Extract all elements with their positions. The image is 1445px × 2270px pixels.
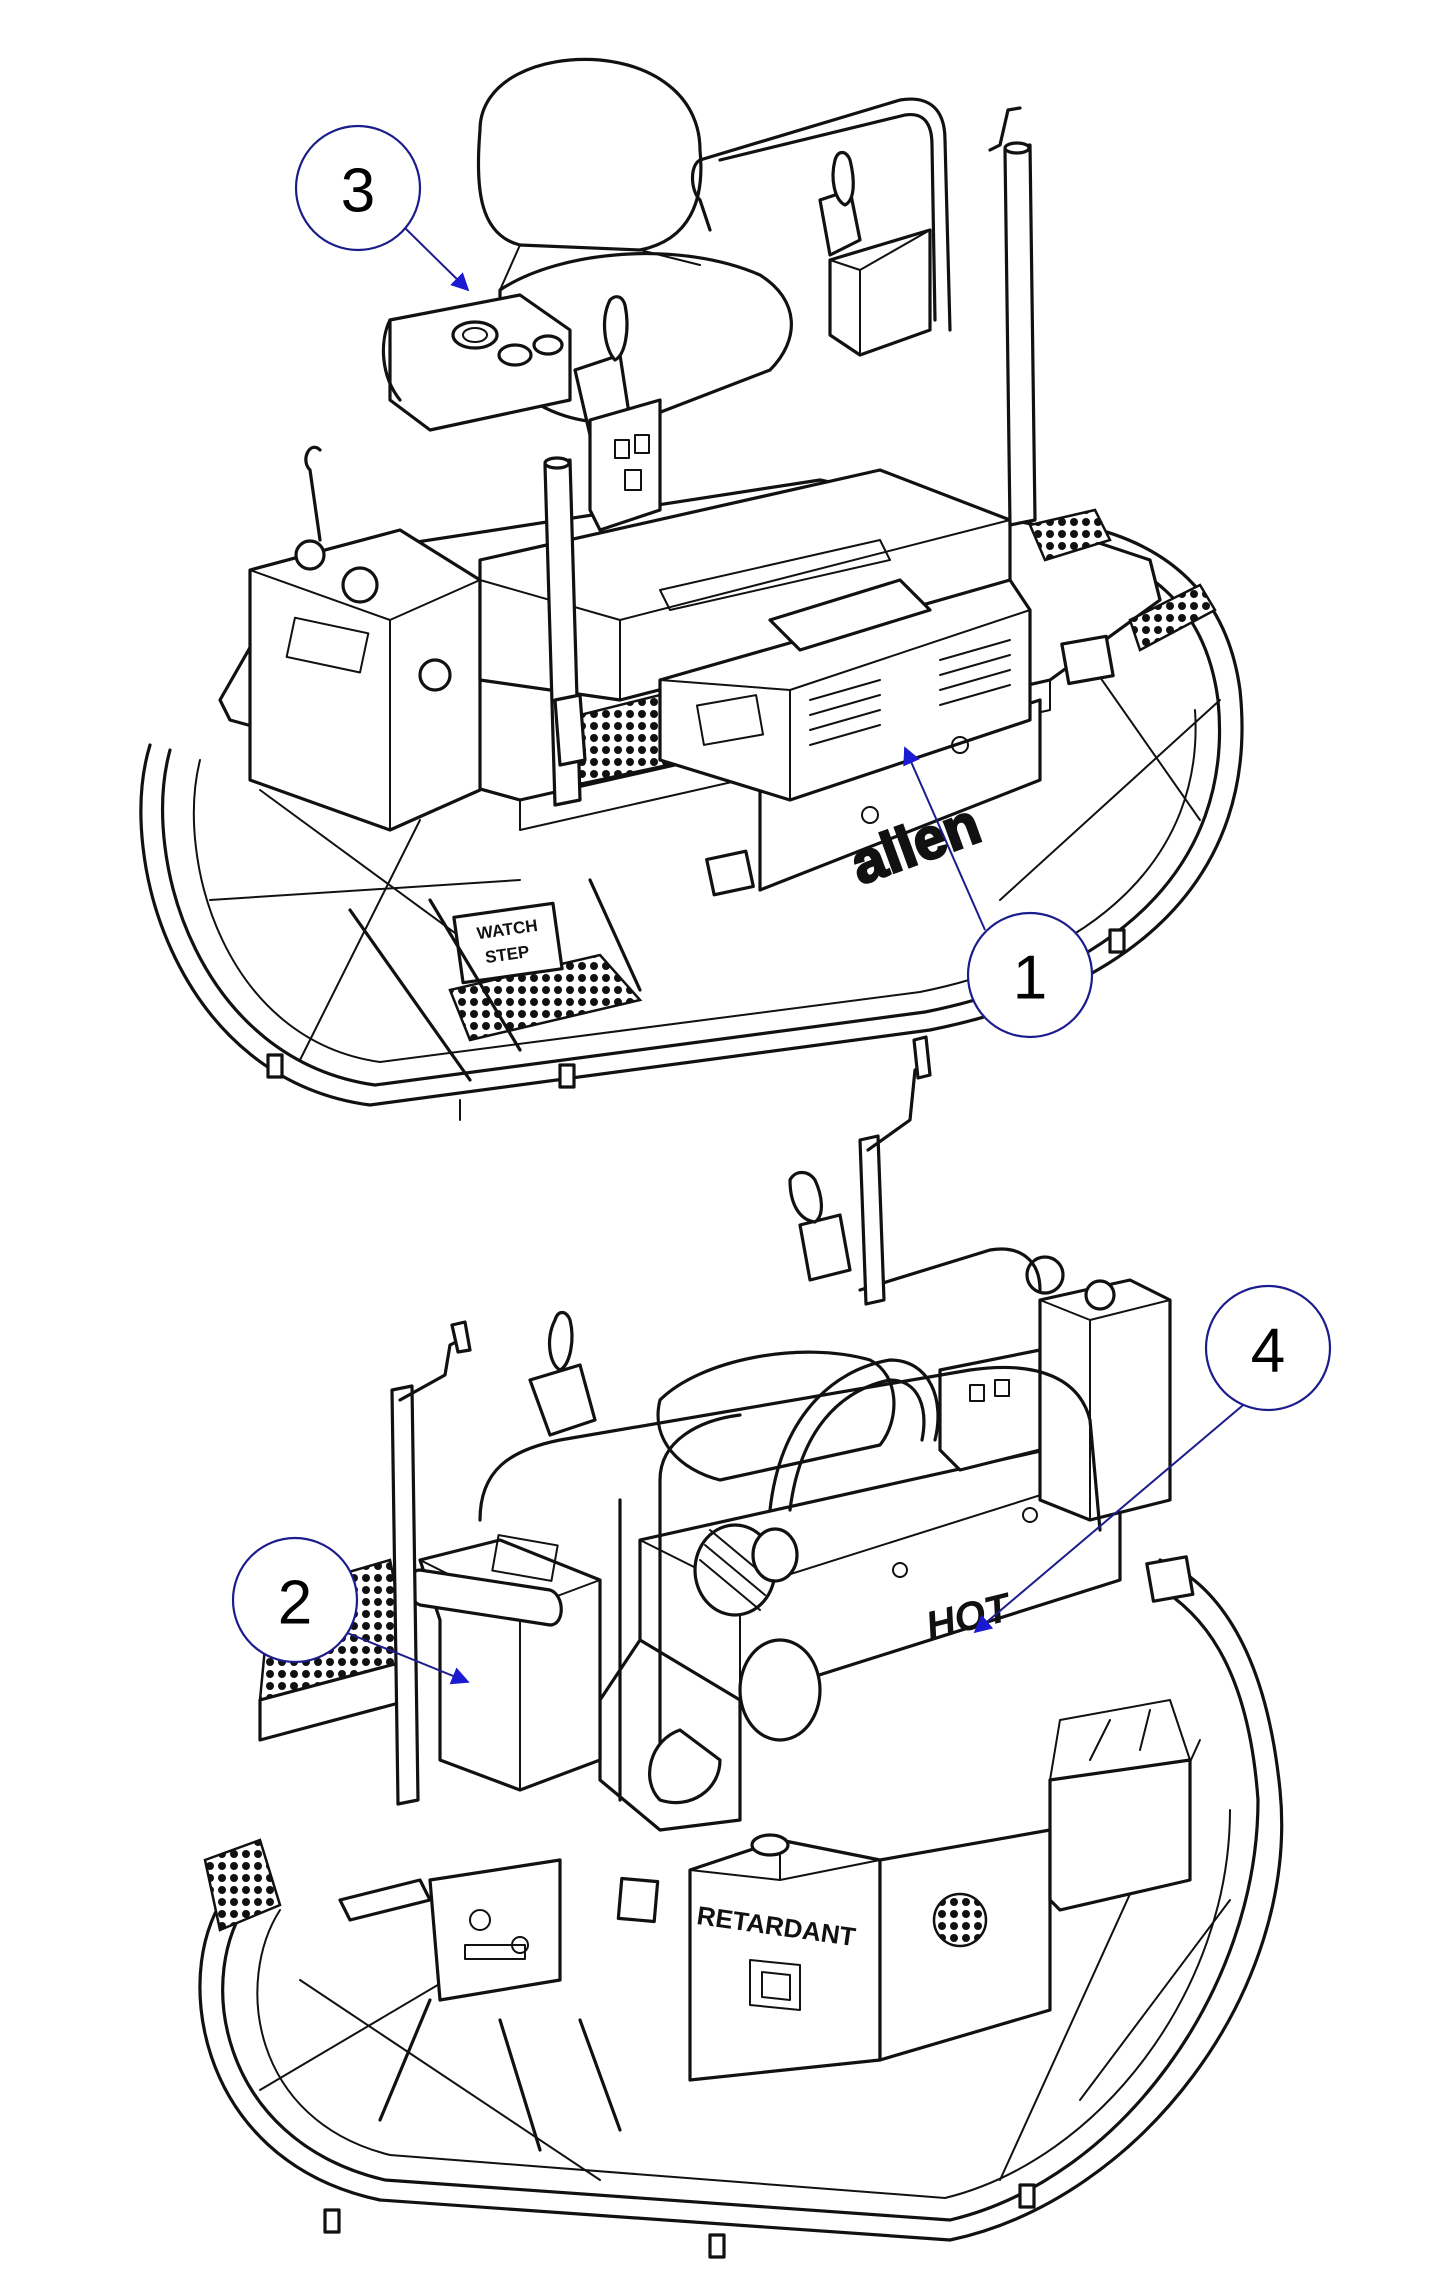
bottom-battery-box (1048, 1758, 1192, 1912)
callout-4-label: 4 (1251, 1317, 1285, 1386)
bottom-left-post (390, 1384, 420, 1806)
callout-3[interactable]: 3 (294, 124, 470, 292)
bottom-front-grille (932, 1892, 988, 1948)
top-front-skirt (758, 698, 1042, 892)
bottom-fan (693, 1523, 799, 1617)
bottom-mesh-front-left (203, 1838, 282, 1932)
bottom-right-control-box (938, 1348, 1042, 1472)
top-step-mesh-right (1028, 508, 1112, 562)
bottom-seat-frame (768, 1358, 940, 1512)
top-left-cap (341, 566, 379, 604)
bottom-left-light (616, 1876, 660, 1924)
retardant-cap (750, 1833, 790, 1857)
bottom-right-tank (1038, 1278, 1172, 1522)
top-right-light (1060, 634, 1115, 686)
top-roll-bar (690, 97, 952, 332)
watch-step-plate (452, 901, 564, 985)
top-left-control-pod (588, 398, 662, 532)
callout-2[interactable]: 2 (231, 1536, 470, 1685)
top-fuel-deck (388, 293, 572, 432)
bottom-left-joystick (528, 1363, 597, 1437)
top-step-mesh-far-right (1128, 583, 1217, 652)
top-right-post (1003, 143, 1037, 527)
top-seat-back (476, 57, 703, 252)
bottom-roll-frame (478, 1365, 1102, 1532)
top-vent-slots (809, 639, 1011, 746)
top-front-light (705, 849, 755, 897)
top-right-control-box (828, 228, 932, 357)
top-fuel-cap (451, 320, 499, 350)
top-step-mesh-lower (448, 953, 643, 1042)
bottom-left-bracket (428, 1858, 562, 2002)
bottom-right-light (1145, 1555, 1195, 1603)
bottom-guard-ring (198, 1558, 1284, 2259)
bottom-front-foot-plate (338, 1878, 432, 1922)
retardant-logo (749, 1959, 801, 2011)
callout-2-label: 2 (278, 1569, 312, 1638)
bottom-right-post (858, 1134, 886, 1306)
callout-1[interactable]: 1 (903, 746, 1094, 1039)
top-machine-view: allen WATCH STEP (139, 57, 1244, 1121)
callout-3-label: 3 (341, 157, 375, 226)
retardant-tank (688, 1838, 882, 2082)
bottom-machine-view: RETARDANT HOT (198, 1035, 1284, 2259)
top-seat-cushion (498, 252, 793, 425)
callout-4[interactable]: 4 (973, 1284, 1332, 1634)
callout-1-label: 1 (1013, 944, 1047, 1013)
bottom-right-joystick (798, 1213, 852, 1282)
